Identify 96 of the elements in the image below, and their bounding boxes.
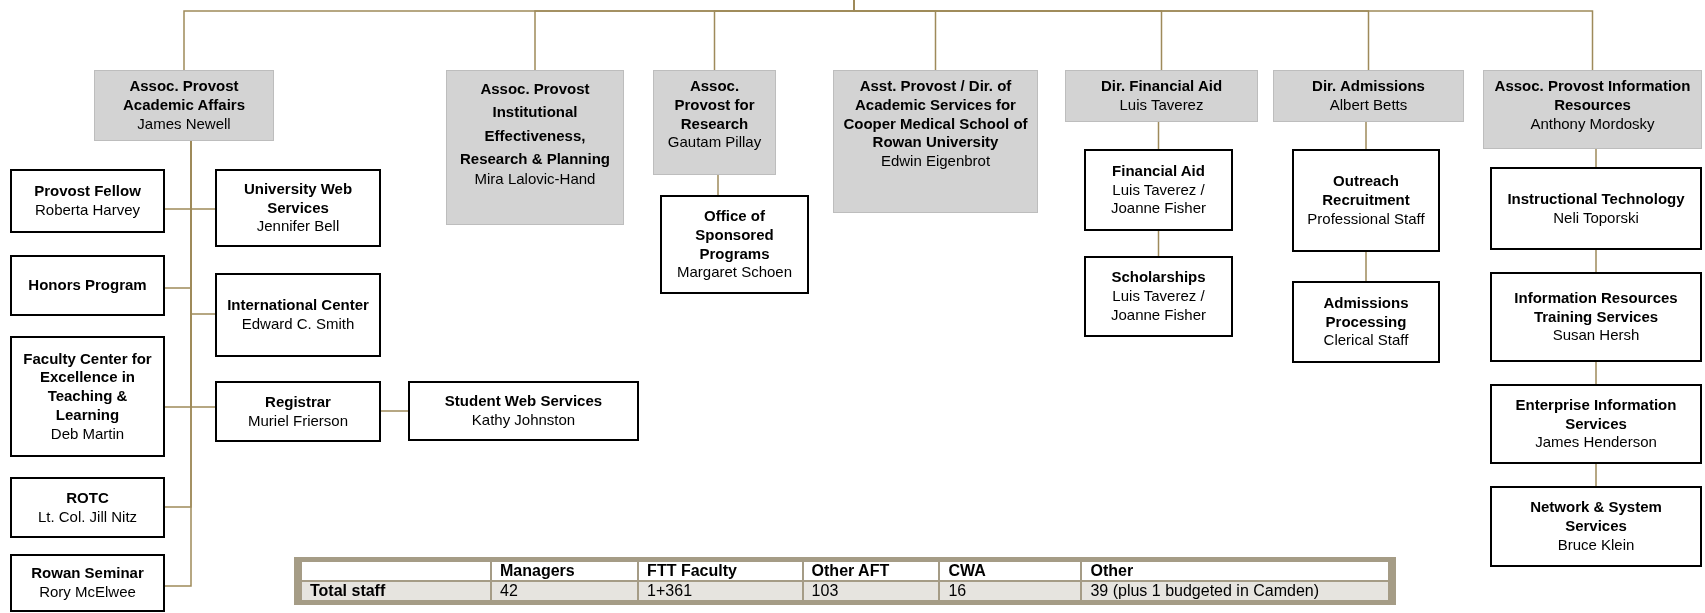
- table-cell: 16: [940, 582, 1081, 600]
- table-header-cell: Managers: [492, 562, 638, 580]
- person-name: Luis Taverez / Joanne Fisher: [1109, 287, 1208, 325]
- person-name: Gautam Pillay: [667, 133, 762, 152]
- table-header-cell: CWA: [940, 562, 1081, 580]
- position-title: Assoc. Provost Information Resources: [1493, 77, 1692, 115]
- person-name: Deb Martin: [50, 424, 125, 444]
- person-name: Bruce Klein: [1557, 535, 1635, 555]
- connector-line: [1365, 121, 1367, 150]
- org-box: [1490, 384, 1702, 464]
- position-title: Rowan Seminar: [31, 564, 144, 583]
- position-title: Admissions Processing: [1322, 293, 1410, 332]
- position-title: Outreach Recruitment: [1321, 172, 1411, 210]
- person-name: Anthony Mordosky: [1530, 114, 1655, 134]
- position-title: Information Resources Training Services: [1513, 288, 1679, 327]
- org-box: [1490, 486, 1702, 567]
- person-name: Margaret Schoen: [676, 263, 793, 282]
- org-box: [1273, 70, 1464, 122]
- person-name: Muriel Frierson: [248, 411, 348, 431]
- position-title: Financial Aid: [1112, 161, 1205, 181]
- org-box: [1084, 149, 1233, 231]
- position-title: International Center: [227, 296, 369, 315]
- org-box: [408, 381, 639, 441]
- org-box: [1065, 70, 1258, 122]
- person-name: Lt. Col. Jill Nitz: [37, 507, 138, 527]
- position-title: Faculty Center for Excellence in Teaching & Learning: [22, 349, 153, 425]
- org-box: [1084, 256, 1233, 337]
- org-box: [215, 169, 381, 247]
- org-box: [1490, 272, 1702, 362]
- position-title: Registrar: [265, 392, 331, 412]
- org-box: [1292, 149, 1440, 252]
- table-cell: 39 (plus 1 budgeted in Camden): [1082, 582, 1388, 600]
- org-box: [1292, 281, 1440, 363]
- connector-line: [1157, 121, 1160, 150]
- org-box: [215, 273, 381, 357]
- position-title: Dir. Financial Aid: [1100, 77, 1223, 96]
- connector-line: [717, 174, 719, 196]
- position-title: Asst. Provost / Dir. of Academic Services for Cooper Medical School of Rowan University: [842, 77, 1029, 152]
- connector-line: [1365, 251, 1367, 282]
- position-title: University Web Services: [242, 179, 354, 218]
- table-header-cell: FTT Faculty: [639, 562, 802, 580]
- person-name: Kathy Johnston: [471, 411, 576, 430]
- person-name: Luis Taverez / Joanne Fisher: [1109, 180, 1208, 219]
- org-box: [446, 70, 624, 225]
- person-name: Luis Taverez: [1119, 95, 1204, 115]
- org-box: [10, 477, 165, 538]
- person-name: Clerical Staff: [1323, 331, 1409, 351]
- connector-line: [380, 410, 409, 412]
- connector-line: [853, 0, 1594, 71]
- connector-line: [1595, 148, 1597, 168]
- position-title: ROTC: [66, 488, 109, 508]
- table-cell: Total staff: [302, 582, 490, 600]
- position-title: Office of Sponsored Programs: [694, 207, 775, 264]
- connector-line: [1595, 463, 1597, 487]
- table-cell: 42: [492, 582, 638, 600]
- position-title: Assoc. Provost for Research: [673, 77, 756, 134]
- person-name: Susan Hersh: [1552, 326, 1640, 346]
- org-box: [1483, 70, 1702, 149]
- org-box: [833, 70, 1038, 213]
- person-name: Roberta Harvey: [34, 201, 140, 220]
- org-box: [1490, 167, 1702, 250]
- person-name: Jennifer Bell: [256, 217, 340, 237]
- connector-line: [1595, 361, 1597, 385]
- person-name: Neli Toporski: [1553, 208, 1639, 228]
- org-box: [10, 255, 165, 316]
- position-title: Instructional Technology: [1507, 189, 1685, 209]
- person-name: Albert Betts: [1329, 95, 1408, 115]
- connector-line: [1595, 249, 1597, 273]
- position-title: Enterprise Information Services: [1514, 395, 1678, 434]
- position-title: Network & System Services: [1529, 498, 1663, 536]
- position-title: Student Web Services: [444, 392, 603, 411]
- org-box: [653, 70, 776, 175]
- person-name: Edward C. Smith: [241, 315, 355, 334]
- person-name: Professional Staff: [1307, 209, 1425, 229]
- org-box: [660, 195, 809, 294]
- table-cell: 1+361: [639, 582, 802, 600]
- org-box: [94, 70, 274, 141]
- org-box: [215, 381, 381, 442]
- person-name: Mira Lalovic-Hand: [474, 170, 596, 189]
- position-title: Provost Fellow: [34, 182, 141, 201]
- org-box: [10, 169, 165, 233]
- person-name: James Henderson: [1535, 433, 1657, 453]
- table-header-cell: Other: [1082, 562, 1388, 580]
- connector-line: [1157, 230, 1160, 257]
- org-box: [10, 554, 165, 612]
- position-title: Dir. Admissions: [1312, 77, 1425, 96]
- position-title: Assoc. Provost Academic Affairs: [122, 77, 246, 115]
- org-box: [10, 336, 165, 457]
- position-title: Assoc. Provost Institutional Effectiveness, Research & Planning: [458, 79, 611, 169]
- table-cell: 103: [803, 582, 939, 600]
- position-title: Scholarships: [1111, 268, 1206, 288]
- person-name: Edwin Eigenbrot: [880, 152, 991, 171]
- position-title: Honors Program: [28, 276, 147, 295]
- person-name: James Newell: [137, 114, 231, 134]
- person-name: Rory McElwee: [39, 583, 136, 602]
- table-header-cell: Other AFT: [803, 562, 939, 580]
